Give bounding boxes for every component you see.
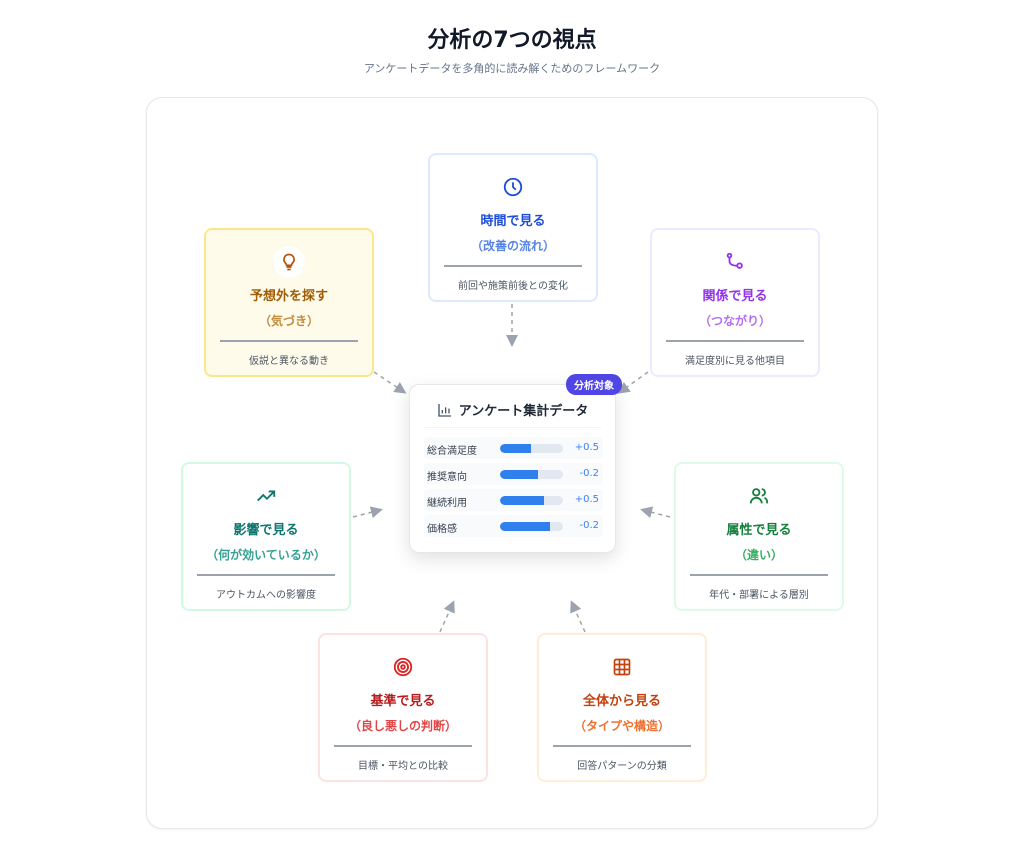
metric-row: 継続利用 +0.5 <box>424 489 603 511</box>
card-relation: 関係で見る （つながり） 満足度別に見る他項目 <box>650 228 820 377</box>
metric-bar-track <box>500 470 563 479</box>
divider <box>666 340 804 342</box>
divider <box>334 745 472 747</box>
card-title: 基準で見る <box>370 694 436 709</box>
connection-icon <box>719 246 751 278</box>
metric-label: 総合満足度 <box>427 446 477 457</box>
card-title: 全体から見る <box>582 694 661 709</box>
metric-row: 価格感 -0.2 <box>424 515 603 537</box>
metric-bar-fill <box>500 522 550 531</box>
metric-value: +0.5 <box>574 442 599 453</box>
card-title: 時間で見る <box>480 214 546 229</box>
page-title: 分析の7つの視点 <box>427 28 597 53</box>
card-whole: 全体から見る （タイプや構造） 回答パターンの分類 <box>537 633 707 782</box>
card-time: 時間で見る （改善の流れ） 前回や施策前後との変化 <box>428 153 598 302</box>
metric-label: 価格感 <box>427 524 457 535</box>
divider <box>424 427 601 428</box>
metric-row: 総合満足度 +0.5 <box>424 437 603 459</box>
card-description: 回答パターンの分類 <box>577 761 667 772</box>
card-title: 影響で見る <box>233 523 299 538</box>
metric-label: 推奨意向 <box>427 472 467 483</box>
card-title: 属性で見る <box>726 523 792 538</box>
metric-bar-track <box>500 522 563 531</box>
arrow-whole <box>570 600 586 633</box>
card-attribute: 属性で見る （違い） 年代・部署による層別 <box>674 462 844 611</box>
card-title: 予想外を探す <box>249 289 328 304</box>
grid-icon <box>606 651 638 683</box>
metric-label: 継続利用 <box>427 498 467 509</box>
metric-bar-fill <box>500 496 545 505</box>
metric-bar-track <box>500 496 563 505</box>
card-description: 仮説と異なる動き <box>249 356 329 367</box>
card-subtitle: （改善の流れ） <box>470 239 555 253</box>
metric-bar-fill <box>500 444 531 453</box>
analysis-target-badge: 分析対象 <box>566 374 622 395</box>
target-icon <box>387 651 419 683</box>
card-subtitle: （違い） <box>734 548 783 562</box>
card-description: 年代・部署による層別 <box>709 590 809 601</box>
bar-chart-icon <box>437 402 453 422</box>
metric-value: +0.5 <box>574 494 599 505</box>
card-description: アウトカムへの影響度 <box>216 590 316 601</box>
card-subtitle: （気づき） <box>258 314 319 328</box>
divider <box>197 574 335 576</box>
survey-data-title: アンケート集計データ <box>410 400 615 422</box>
lightbulb-icon <box>273 246 305 278</box>
clock-icon <box>497 171 529 203</box>
card-subtitle: （つながり） <box>698 314 771 328</box>
card-impact: 影響で見る （何が効いているか） アウトカムへの影響度 <box>181 462 351 611</box>
survey-data-card: アンケート集計データ 総合満足度 +0.5 推奨意向 -0.2 継続利用 +0.5 価格感 -… <box>409 384 616 553</box>
page-subtitle: アンケートデータを多角的に読み解くためのフレームワーク <box>363 62 661 75</box>
divider <box>444 265 582 267</box>
metric-value: -0.2 <box>579 468 599 479</box>
card-subtitle: （良し悪しの判断） <box>348 719 457 733</box>
users-icon <box>743 480 775 512</box>
metric-value: -0.2 <box>579 520 599 531</box>
metric-row: 推奨意向 -0.2 <box>424 463 603 485</box>
card-description: 前回や施策前後との変化 <box>458 281 568 292</box>
arrow-attribute <box>640 506 671 519</box>
arrow-unexpected <box>373 371 407 394</box>
card-title: 関係で見る <box>702 289 768 304</box>
arrow-impact <box>352 506 383 519</box>
card-subtitle: （何が効いているか） <box>206 548 326 562</box>
divider <box>220 340 358 342</box>
card-description: 満足度別に見る他項目 <box>685 356 785 367</box>
trending-up-icon <box>250 480 282 512</box>
divider <box>553 745 691 747</box>
metric-bar-fill <box>500 470 538 479</box>
card-criteria: 基準で見る （良し悪しの判断） 目標・平均との比較 <box>318 633 488 782</box>
arrow-criteria <box>439 600 455 633</box>
card-unexpected: 予想外を探す （気づき） 仮説と異なる動き <box>204 228 374 377</box>
arrow-relation <box>617 371 649 394</box>
metric-bar-track <box>500 444 563 453</box>
card-description: 目標・平均との比較 <box>358 761 448 772</box>
divider <box>690 574 828 576</box>
card-subtitle: （タイプや構造） <box>573 719 670 733</box>
